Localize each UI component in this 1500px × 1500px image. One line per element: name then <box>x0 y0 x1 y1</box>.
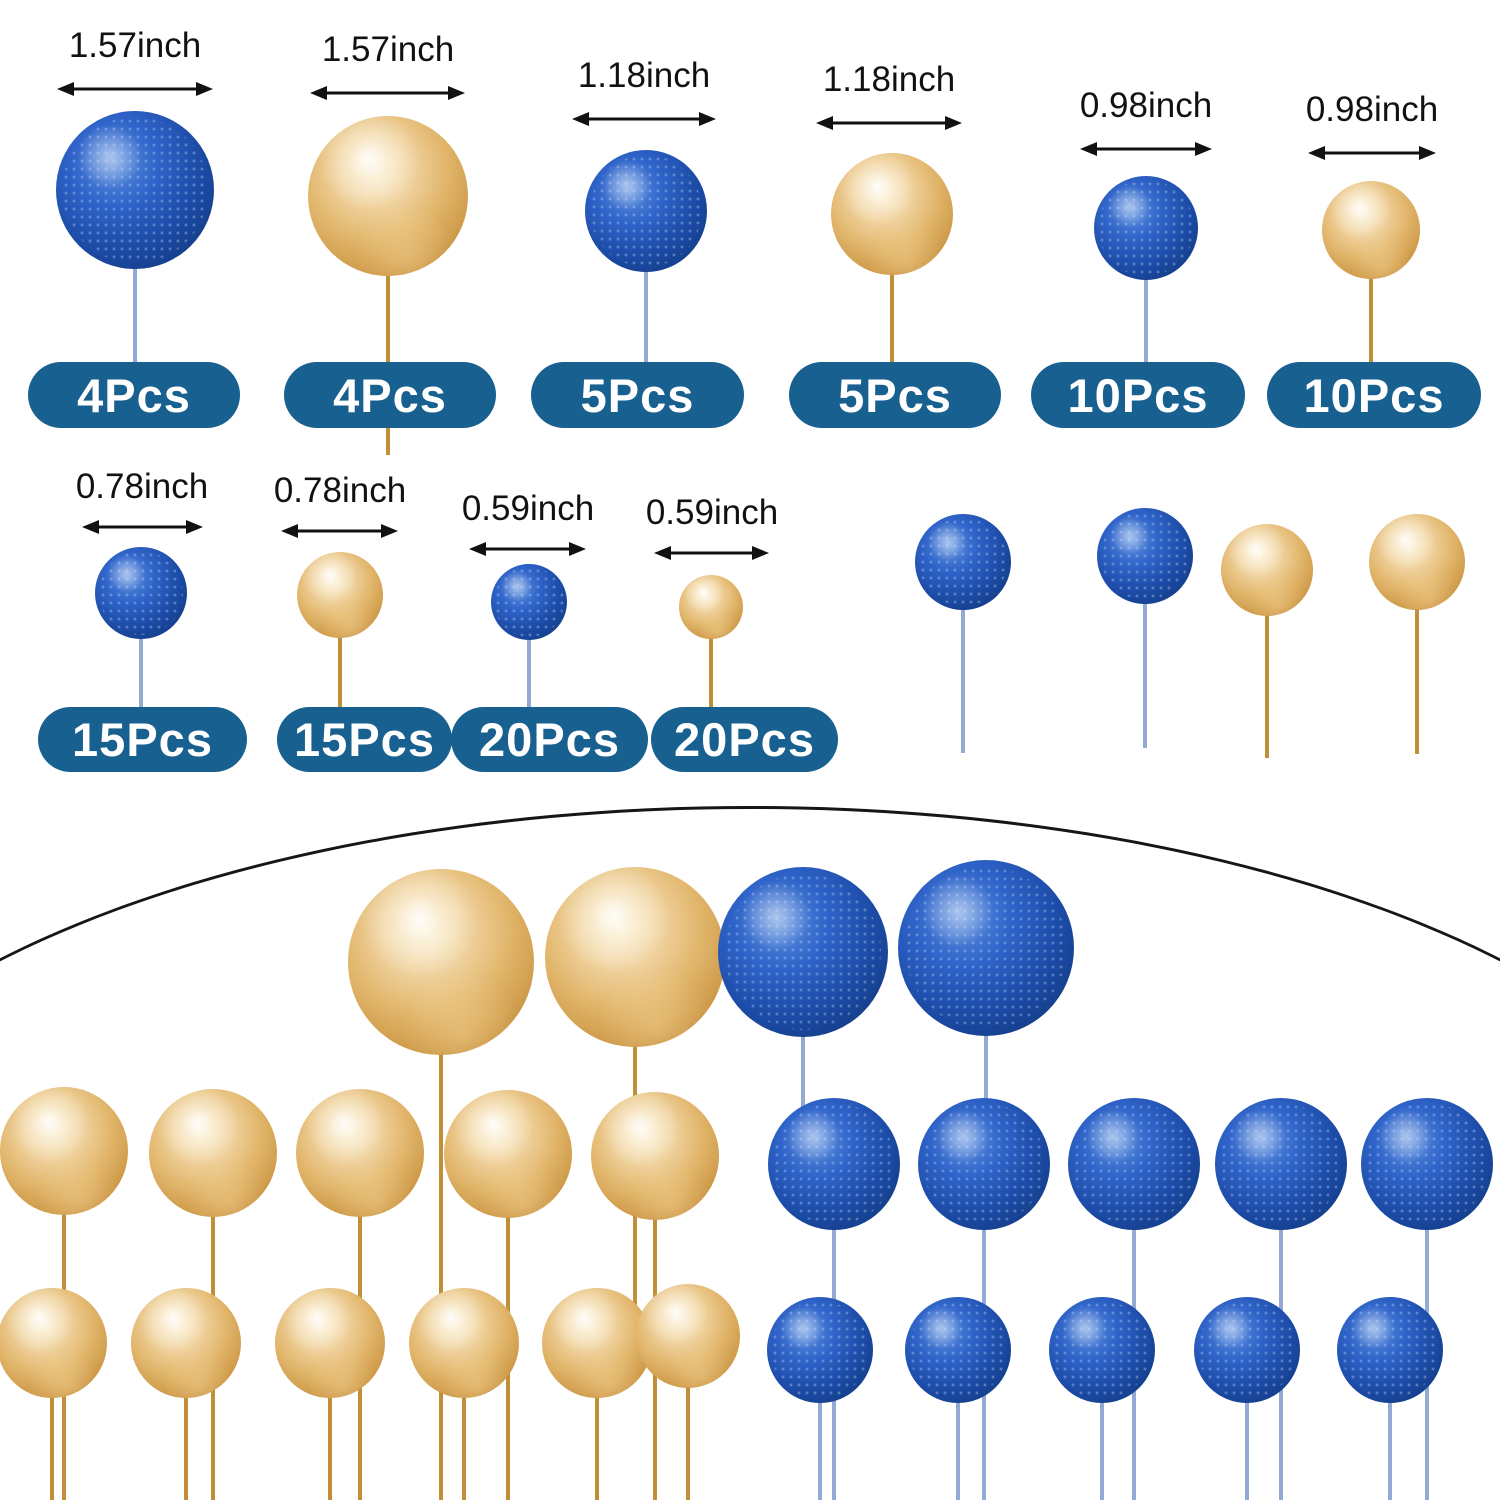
count-badge: 5Pcs <box>789 362 1001 428</box>
gold-ball-stick <box>1415 562 1419 754</box>
double-arrow-icon <box>654 546 769 560</box>
blue-ball-stick <box>984 948 988 1170</box>
count-badge: 4Pcs <box>28 362 240 428</box>
gold-ball-stick <box>595 1343 599 1500</box>
double-arrow-icon <box>82 520 203 534</box>
blue-ball <box>1049 1297 1155 1403</box>
gold-ball <box>831 153 953 275</box>
gold-ball-stick <box>50 1343 54 1500</box>
blue-ball-stick <box>527 602 531 715</box>
gold-ball <box>679 575 743 639</box>
blue-ball <box>1097 508 1193 604</box>
gold-ball-stick <box>462 1343 466 1500</box>
size-label: 0.78inch <box>273 471 407 510</box>
blue-ball <box>768 1098 900 1230</box>
blue-ball <box>585 150 707 272</box>
blue-ball-stick <box>139 593 143 715</box>
count-badge: 5Pcs <box>531 362 744 428</box>
blue-ball <box>1337 1297 1443 1403</box>
magnifier-arc <box>0 806 1500 1500</box>
blue-ball <box>1215 1098 1347 1230</box>
gold-ball <box>0 1087 128 1215</box>
size-label: 1.57inch <box>68 26 202 65</box>
gold-ball-stick <box>709 607 713 715</box>
blue-ball-stick <box>961 562 965 753</box>
gold-ball-stick <box>184 1343 188 1500</box>
gold-ball <box>545 867 725 1047</box>
gold-ball-stick <box>338 595 342 715</box>
gold-ball <box>0 1288 107 1398</box>
count-badge: 10Pcs <box>1267 362 1481 428</box>
gold-ball <box>131 1288 241 1398</box>
gold-ball-stick <box>439 962 443 1500</box>
double-arrow-icon <box>469 542 586 556</box>
double-arrow-icon <box>1308 146 1436 160</box>
gold-ball-stick <box>890 214 894 370</box>
blue-ball <box>1068 1098 1200 1230</box>
size-label: 1.18inch <box>577 56 711 95</box>
blue-ball <box>918 1098 1050 1230</box>
blue-ball-stick <box>1245 1350 1249 1500</box>
blue-ball-stick <box>956 1350 960 1500</box>
gold-ball-stick <box>386 196 390 370</box>
blue-ball <box>898 860 1074 1036</box>
double-arrow-icon <box>1080 142 1212 156</box>
size-label: 0.78inch <box>75 467 209 506</box>
blue-ball <box>491 564 567 640</box>
blue-ball-stick <box>644 211 648 370</box>
blue-ball-stick <box>1144 228 1148 370</box>
gold-ball <box>149 1089 277 1217</box>
blue-ball-stick <box>1143 556 1147 748</box>
size-label: 0.59inch <box>645 493 779 532</box>
size-label: 0.98inch <box>1079 86 1213 125</box>
gold-ball-stick <box>686 1336 690 1500</box>
blue-ball-stick <box>801 952 805 1175</box>
blue-ball <box>905 1297 1011 1403</box>
blue-ball <box>1094 176 1198 280</box>
gold-ball-stick <box>1369 230 1373 370</box>
count-badge: 20Pcs <box>651 707 838 772</box>
gold-ball <box>296 1089 424 1217</box>
gold-ball <box>308 116 468 276</box>
gold-ball <box>348 869 534 1055</box>
gold-ball <box>297 552 383 638</box>
blue-ball <box>95 547 187 639</box>
double-arrow-icon <box>57 82 213 96</box>
double-arrow-icon <box>572 112 716 126</box>
count-badge: 15Pcs <box>38 707 247 772</box>
blue-ball <box>1361 1098 1493 1230</box>
double-arrow-icon <box>310 86 465 100</box>
gold-ball <box>409 1288 519 1398</box>
blue-ball <box>718 867 888 1037</box>
double-arrow-icon <box>816 116 962 130</box>
count-badge: 10Pcs <box>1031 362 1245 428</box>
gold-ball <box>444 1090 572 1218</box>
size-label: 0.59inch <box>461 489 595 528</box>
blue-ball-stick <box>133 190 137 370</box>
gold-ball <box>591 1092 719 1220</box>
blue-ball-stick <box>1388 1350 1392 1500</box>
blue-ball <box>1194 1297 1300 1403</box>
gold-ball-stick <box>386 424 390 455</box>
gold-ball <box>275 1288 385 1398</box>
blue-ball-stick <box>1100 1350 1104 1500</box>
gold-ball-stick <box>1265 570 1269 758</box>
gold-ball <box>542 1288 652 1398</box>
size-label: 1.57inch <box>321 30 455 69</box>
count-badge: 4Pcs <box>284 362 496 428</box>
count-badge: 15Pcs <box>277 707 452 772</box>
gold-ball <box>1322 181 1420 279</box>
count-badge: 20Pcs <box>451 707 648 772</box>
blue-ball <box>56 111 214 269</box>
gold-ball <box>1369 514 1465 610</box>
double-arrow-icon <box>281 524 398 538</box>
blue-ball <box>767 1297 873 1403</box>
gold-ball <box>1221 524 1313 616</box>
gold-ball <box>636 1284 740 1388</box>
size-label: 0.98inch <box>1305 90 1439 129</box>
size-label: 1.18inch <box>822 60 956 99</box>
blue-ball-stick <box>818 1350 822 1500</box>
blue-ball <box>915 514 1011 610</box>
gold-ball-stick <box>328 1343 332 1500</box>
